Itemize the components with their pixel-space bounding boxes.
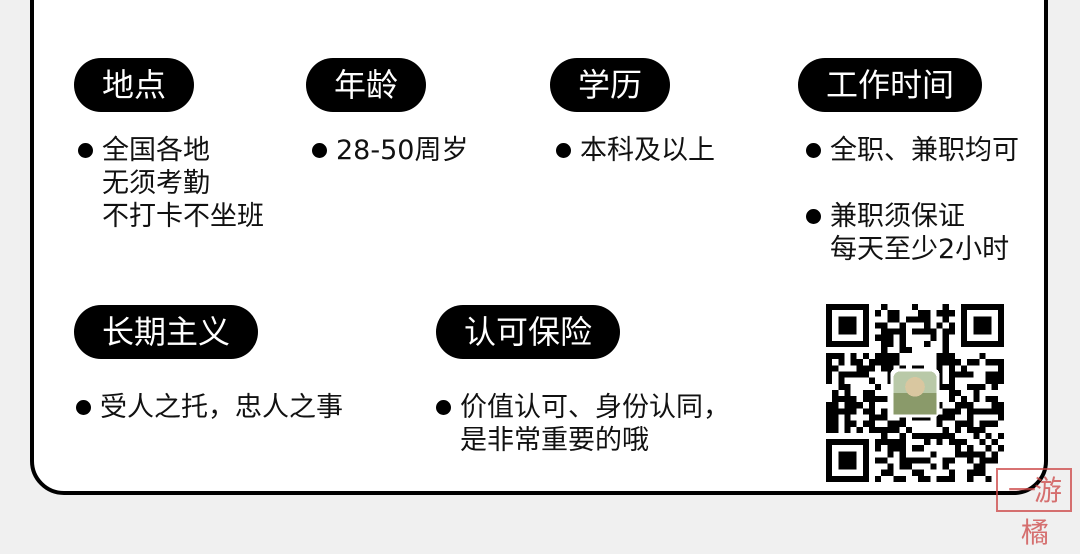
- long-term-header: 长期主义: [74, 305, 259, 359]
- location-header: 地点: [74, 58, 195, 112]
- education-item: 本科及以上: [556, 134, 715, 167]
- location-line: 不打卡不坐班: [102, 201, 264, 232]
- age-item: 28-50周岁: [312, 134, 469, 167]
- insurance-header: 认可保险: [436, 305, 621, 359]
- insurance-title: 认可保险: [464, 313, 593, 351]
- bullet-icon: [556, 143, 571, 158]
- long-term-line: 受人之托，忠人之事: [100, 392, 343, 423]
- age-title: 年龄: [334, 66, 399, 104]
- work-time-line: 全职、兼职均可: [830, 135, 1019, 166]
- bullet-icon: [312, 143, 327, 158]
- work-time-line: 兼职须保证: [830, 201, 965, 232]
- qr-code-icon: [826, 304, 1004, 482]
- location-item: 全国各地 无须考勤 不打卡不坐班: [78, 134, 264, 233]
- location-line: 无须考勤: [102, 168, 210, 199]
- insurance-line: 价值认可、身份认同，: [460, 392, 730, 423]
- bullet-icon: [436, 400, 451, 415]
- education-line: 本科及以上: [580, 135, 715, 166]
- work-time-title: 工作时间: [826, 66, 955, 104]
- age-line: 28-50周岁: [336, 135, 469, 166]
- watermark-stamp: 一游橘: [996, 468, 1072, 549]
- work-time-item: 兼职须保证 每天至少2小时: [806, 200, 1010, 266]
- watermark-text: 一游橘: [1007, 474, 1062, 549]
- location-line: 全国各地: [102, 135, 210, 166]
- bullet-icon: [806, 143, 821, 158]
- location-title: 地点: [102, 66, 167, 104]
- education-title: 学历: [578, 66, 643, 104]
- bullet-icon: [78, 143, 93, 158]
- insurance-line: 是非常重要的哦: [460, 425, 649, 456]
- long-term-title: 长期主义: [102, 313, 231, 351]
- long-term-item: 受人之托，忠人之事: [76, 391, 343, 424]
- bullet-icon: [76, 400, 91, 415]
- age-header: 年龄: [306, 58, 427, 112]
- work-time-item: 全职、兼职均可: [806, 134, 1019, 167]
- education-header: 学历: [550, 58, 671, 112]
- work-time-header: 工作时间: [798, 58, 983, 112]
- bullet-icon: [806, 209, 821, 224]
- insurance-item: 价值认可、身份认同， 是非常重要的哦: [436, 391, 730, 457]
- work-time-line: 每天至少2小时: [830, 234, 1010, 265]
